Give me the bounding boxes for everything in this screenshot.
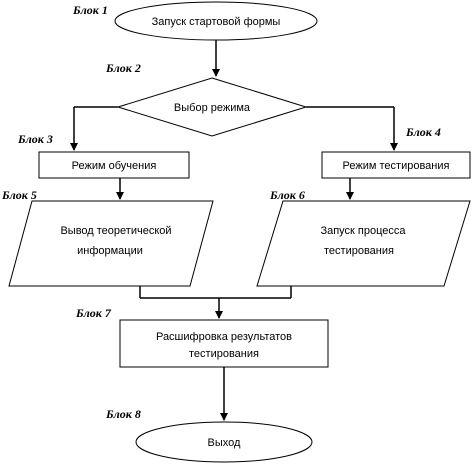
exit-terminator — [135, 421, 313, 463]
block-6-label: Блок 6 — [269, 188, 305, 202]
block-5: Вывод теоретической информации Блок 5 — [1, 188, 214, 287]
block-4-label: Блок 4 — [405, 125, 441, 139]
block-1-label: Блок 1 — [72, 3, 108, 17]
block-3-label: Блок 3 — [17, 132, 53, 146]
block-6-text-line1: Запуск процесса — [320, 225, 406, 237]
start-terminator — [114, 1, 318, 41]
block-5-text-line1: Вывод теоретической — [60, 225, 171, 237]
block-4: Режим тестирования Блок 4 — [321, 125, 471, 179]
block-5-text-line2: информации — [77, 245, 143, 257]
block-3: Режим обучения Блок 3 — [17, 132, 190, 179]
block-7-text-line2: тестирования — [189, 348, 259, 360]
block-8-text: Выход — [208, 437, 241, 449]
block-7-text-line1: Расшифровка результатов — [156, 331, 292, 343]
block-8: Выход Блок 8 — [105, 407, 313, 463]
block-2-text: Выбор режима — [174, 102, 251, 114]
results-decoding-box — [119, 319, 329, 368]
theory-output-parallelogram — [8, 200, 214, 287]
decision-diamond — [116, 77, 308, 137]
block-3-text: Режим обучения — [72, 160, 157, 172]
block-7: Расшифровка результатов тестирования Бло… — [75, 306, 329, 368]
block-4-text: Режим тестирования — [343, 160, 450, 172]
block-8-label: Блок 8 — [105, 407, 141, 421]
block-6-text-line2: тестирования — [324, 245, 394, 257]
block-6: Запуск процесса тестирования Блок 6 — [256, 188, 471, 287]
block-2-label: Блок 2 — [105, 61, 141, 75]
block-1-text: Запуск стартовой формы — [152, 16, 281, 28]
learning-mode-box — [38, 151, 190, 179]
testing-mode-box — [321, 151, 471, 179]
block-2: Выбор режима Блок 2 — [105, 61, 308, 137]
test-launch-parallelogram — [256, 200, 471, 287]
block-5-label: Блок 5 — [1, 188, 37, 202]
block-7-label: Блок 7 — [75, 306, 112, 320]
block-1: Запуск стартовой формы Блок 1 — [72, 1, 318, 41]
connectors — [70, 40, 398, 421]
